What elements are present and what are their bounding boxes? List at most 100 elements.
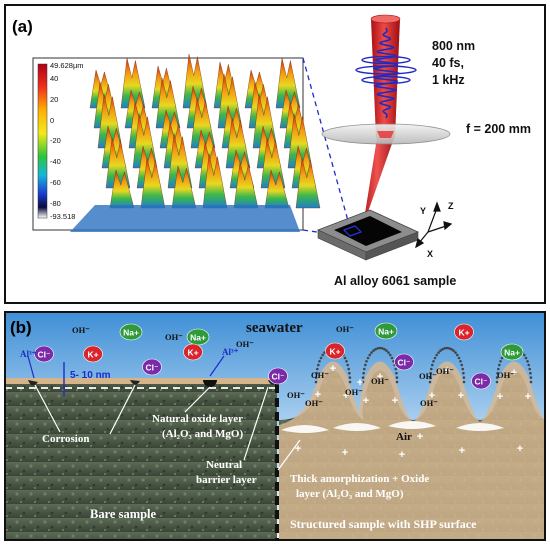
axis-labels: Z Y X	[420, 201, 454, 259]
cl-ion	[142, 358, 162, 376]
scale-tick: -93.518	[50, 212, 75, 221]
surface-dot	[395, 371, 398, 375]
oh-ion-label: OH⁻	[165, 332, 183, 342]
axis-x: X	[427, 249, 433, 259]
topography-spike	[295, 157, 321, 209]
zoom-line-top	[302, 57, 351, 229]
cl-ion	[394, 353, 414, 371]
surface-dot	[529, 380, 533, 384]
plus-mark: +	[315, 389, 321, 401]
cl-ion-label: Cl⁻	[475, 377, 488, 387]
surface-dot	[432, 360, 435, 363]
surface-dot	[529, 371, 532, 375]
surface-dot	[365, 360, 368, 363]
air-pockets	[281, 421, 504, 433]
surface-dot	[363, 367, 366, 371]
wavelength-text: 800 nm	[432, 39, 475, 53]
surface-dot	[390, 356, 394, 360]
surface-dot	[437, 351, 440, 354]
surface-dot	[348, 380, 352, 384]
surface-dot	[389, 353, 392, 357]
cl-ion	[34, 345, 54, 363]
surface-dot	[364, 363, 367, 367]
na-ion	[374, 322, 398, 340]
scale-tick: -60	[50, 178, 61, 187]
surface-dot	[370, 351, 373, 354]
plus-mark: +	[330, 363, 336, 375]
oh-ion-label: OH⁻	[287, 390, 305, 400]
surface-dot	[374, 347, 377, 351]
al-ion-label: Al³⁺	[222, 347, 239, 357]
scale-tick: 20	[50, 95, 58, 104]
plus-mark: +	[417, 431, 423, 443]
surface-dot	[387, 351, 390, 354]
plus-mark: +	[357, 377, 363, 389]
scale-tick: -80	[50, 199, 61, 208]
oh-ion-label: OH⁻	[497, 370, 515, 380]
panel-b-frame	[4, 311, 546, 541]
cl-ion-label: Cl⁻	[272, 372, 285, 382]
oh-ion-label: OH⁻	[305, 398, 323, 408]
surface-dot	[316, 367, 319, 371]
panel-b-text: Corrosion Natural oxide layer (Al₂O₃ and…	[42, 413, 477, 531]
surface-dot	[499, 360, 502, 363]
surface-dot	[462, 380, 466, 384]
oh-ion-label: OH⁻	[72, 325, 90, 335]
surface-dot	[495, 376, 499, 379]
surface-dot	[366, 356, 370, 360]
cl-ion-label: Cl⁻	[146, 363, 159, 373]
na-ion-label: Na+	[378, 327, 394, 337]
surface-dot	[319, 356, 323, 360]
surface-dot	[500, 356, 504, 360]
sample-block	[316, 209, 420, 261]
k-ion	[83, 345, 103, 363]
surface-dot	[452, 349, 455, 352]
surface-dot	[529, 376, 533, 379]
natural-oxide-label: Natural oxide layer	[152, 413, 243, 425]
surface-dot	[385, 349, 388, 352]
surface-dot	[443, 347, 447, 350]
plus-mark: +	[497, 391, 503, 403]
surface-dot	[395, 376, 399, 379]
surface-dot	[460, 363, 464, 367]
al-ion-label: Al³⁺	[20, 349, 37, 359]
surface-dot	[498, 363, 501, 367]
barrier-label: barrier layer	[196, 474, 257, 486]
thickness-text: 5- 10 nm	[70, 370, 111, 381]
xyz-axes	[415, 201, 453, 249]
plus-mark: +	[295, 443, 301, 455]
surface-dot	[376, 347, 380, 350]
surface-dot	[315, 371, 318, 375]
surface-dot	[433, 356, 437, 360]
surface-dot	[497, 367, 500, 371]
surface-dot	[323, 351, 326, 354]
topography-spikes	[70, 53, 321, 232]
scale-tick: -40	[50, 157, 61, 166]
surface-dot	[348, 376, 352, 379]
sample-label: Al alloy 6061 sample	[334, 274, 456, 288]
surface-dot	[523, 353, 526, 357]
surface-dot	[457, 356, 461, 360]
surface-dot	[461, 367, 465, 371]
surface-dot	[321, 353, 325, 357]
plus-mark: +	[342, 447, 348, 459]
surface-dot	[372, 349, 375, 352]
surface-dot	[314, 376, 318, 379]
surface-dot	[317, 363, 320, 367]
na-ion	[119, 323, 143, 341]
surface-dot	[527, 363, 530, 367]
surface-dot	[347, 367, 351, 371]
panel-b-label: (b)	[10, 318, 32, 337]
plus-mark: +	[343, 390, 349, 402]
cl-ion-label: Cl⁻	[398, 358, 411, 368]
cl-ion	[471, 372, 491, 390]
surface-dot	[439, 349, 442, 352]
surface-dot	[314, 380, 318, 384]
oh-ion-label: OH⁻	[236, 339, 254, 349]
surface-dot	[445, 346, 449, 350]
al-ion-arrows	[27, 355, 225, 379]
surface-dot	[368, 353, 372, 357]
axis-z: Z	[448, 201, 454, 211]
scale-top: 49.628µm	[50, 61, 84, 70]
